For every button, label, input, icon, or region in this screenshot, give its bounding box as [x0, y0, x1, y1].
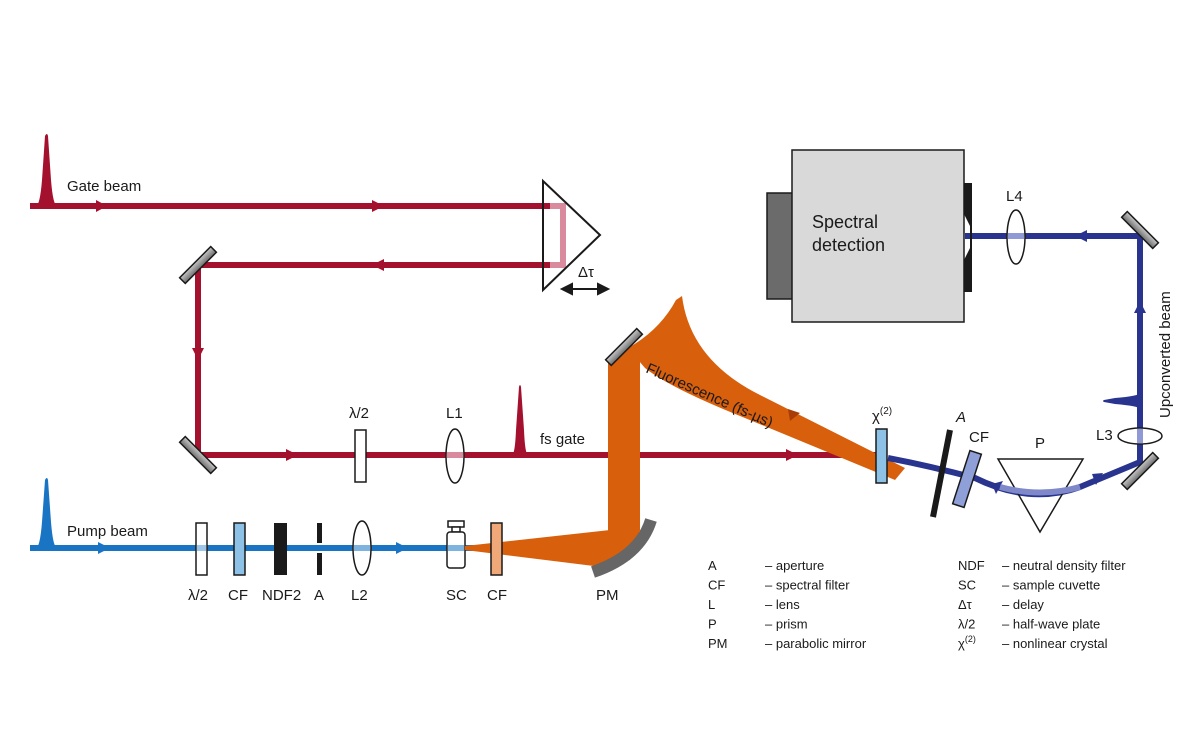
spectral-filter-fluorescence	[490, 522, 503, 576]
aperture-pump-lower	[317, 553, 322, 575]
legend-key: CF	[708, 578, 725, 593]
cf-fluorescence-label: CF	[487, 587, 507, 604]
mirror-top-left	[178, 245, 218, 285]
fluorescence-arrow-icon	[788, 409, 800, 421]
legend-description: – delay	[1002, 597, 1044, 612]
aperture-pump-label: A	[314, 587, 324, 604]
nonlinear-crystal	[875, 428, 888, 484]
upconverted-arrow-4	[1075, 230, 1087, 242]
parabolic-mirror-label: PM	[596, 587, 619, 604]
upconverted-arrow-3	[1134, 301, 1146, 313]
delay-label: Δτ	[578, 264, 594, 281]
prism-p	[996, 458, 1085, 534]
prism-p-label: P	[1035, 435, 1045, 452]
mirror-top-right	[1120, 210, 1160, 250]
lens-l2-label: L2	[351, 587, 368, 604]
upconverted-arrow-1	[992, 481, 1003, 494]
mirror-bottom-left	[178, 435, 218, 475]
gate-beam-label: Gate beam	[67, 178, 141, 195]
legend-key: SC	[958, 578, 976, 593]
chi-label: χ(2)	[872, 406, 892, 425]
legend-description: – sample cuvette	[1002, 578, 1100, 593]
spectral-detection-box	[791, 149, 965, 323]
spectral-detection-line1: Spectral	[812, 212, 878, 232]
legend-key: PM	[708, 636, 728, 651]
fluorescence-pulse-shape	[628, 296, 905, 480]
spectral-filter-pump	[233, 522, 246, 576]
legend-description: – prism	[765, 617, 808, 632]
delay-double-arrow	[559, 282, 611, 296]
half-wave-plate-pump-label: λ/2	[188, 587, 208, 604]
legend-key: χ(2)	[958, 634, 976, 651]
legend-key: P	[708, 617, 717, 632]
aperture-upconverted-label: A	[955, 409, 966, 426]
legend-description: – lens	[765, 597, 800, 612]
fluorescence-beam-vertical	[608, 342, 640, 538]
legend-description: – spectral filter	[765, 578, 850, 593]
gate-beam-in-prism	[550, 203, 566, 268]
legend-key: L	[708, 597, 715, 612]
fs-gate-pulse-icon	[508, 385, 532, 455]
parabolic-mirror	[590, 518, 657, 578]
legend-key: Δτ	[958, 597, 973, 612]
mirror-fluorescence	[604, 327, 644, 367]
sample-cuvette-label: SC	[446, 587, 467, 604]
legend-description: – neutral density filter	[1002, 558, 1126, 573]
legend-key: NDF	[958, 558, 985, 573]
pump-arrows	[98, 542, 408, 554]
roof-prism-retroreflector	[542, 178, 602, 293]
upconverted-pulse-icon	[1103, 393, 1140, 409]
legend-key: A	[708, 558, 717, 573]
legend-description: – half-wave plate	[1002, 617, 1100, 632]
half-wave-plate-gate	[354, 429, 367, 483]
gate-arrows	[96, 200, 798, 461]
legend-description: – aperture	[765, 558, 824, 573]
spectral-detection-line2: detection	[812, 235, 885, 255]
fluorescence-cone-pump	[465, 530, 640, 567]
legend-description: – parabolic mirror	[765, 636, 867, 651]
gate-pulse-icon	[30, 134, 62, 206]
sample-cuvette	[446, 520, 466, 569]
legend-description: – nonlinear crystal	[1002, 636, 1108, 651]
cf-upconverted-label: CF	[969, 429, 989, 446]
cf-pump-label: CF	[228, 587, 248, 604]
pump-beam-label: Pump beam	[67, 523, 148, 540]
spectral-filter-upconverted	[951, 449, 983, 509]
mirror-bottom-right	[1120, 451, 1160, 491]
ndf2-label: NDF2	[262, 587, 301, 604]
upconverted-beam-label: Upconverted beam	[1157, 291, 1174, 418]
lens-l4-label: L4	[1006, 188, 1023, 205]
fs-gate-label: fs gate	[540, 431, 585, 448]
lens-l3-label: L3	[1096, 427, 1113, 444]
half-wave-plate-gate-label: λ/2	[349, 405, 369, 422]
aperture-pump-upper	[317, 523, 322, 543]
legend-key: λ/2	[958, 617, 975, 632]
upconverted-arrow-2	[1092, 473, 1103, 485]
detector-side-block	[766, 192, 794, 300]
detector-entrance-slit	[964, 183, 972, 292]
pump-pulse-icon	[30, 478, 62, 548]
aperture-upconverted	[930, 429, 953, 518]
lens-l1-label: L1	[446, 405, 463, 422]
neutral-density-filter	[274, 523, 287, 575]
